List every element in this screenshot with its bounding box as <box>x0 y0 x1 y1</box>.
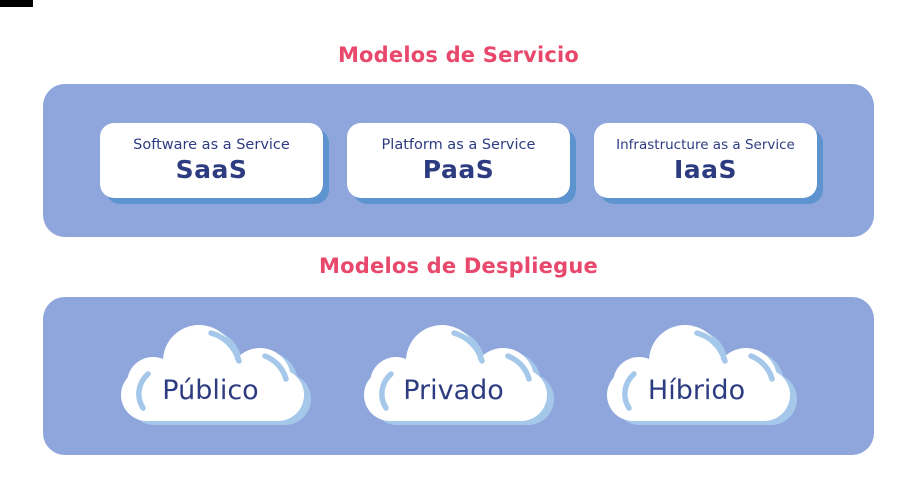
cloud-private-label: Privado <box>403 375 504 406</box>
cloud-icon <box>121 325 311 425</box>
service-models-title: Modelos de Servicio <box>337 43 580 67</box>
cloud-body <box>364 325 547 421</box>
iaas-acronym: IaaS <box>673 155 738 184</box>
deployment-models-title: Modelos de Despliegue <box>319 254 598 278</box>
service-models-panel: Software as a Service SaaS Platform as a… <box>43 84 874 237</box>
cloud-body <box>607 325 790 421</box>
iaas-subtitle: Infrastructure as a Service <box>616 137 795 153</box>
saas-acronym: SaaS <box>175 155 248 184</box>
paas-subtitle: Platform as a Service <box>381 137 536 153</box>
cloud-public: Público <box>113 321 318 431</box>
service-card-saas: Software as a Service SaaS <box>100 123 323 198</box>
slide-artifact-bar <box>0 0 33 7</box>
service-card-paas: Platform as a Service PaaS <box>347 123 570 198</box>
cloud-public-label: Público <box>162 375 259 406</box>
service-card-iaas: Infrastructure as a Service IaaS <box>594 123 817 198</box>
cloud-icon <box>607 325 797 425</box>
cloud-icon <box>364 325 554 425</box>
cloud-private: Privado <box>356 321 561 431</box>
cloud-hybrid: Híbrido <box>599 321 804 431</box>
cloud-hybrid-label: Híbrido <box>647 375 746 406</box>
cloud-highlights <box>136 330 289 411</box>
saas-subtitle: Software as a Service <box>133 137 290 153</box>
deployment-models-panel: Público Privado <box>43 297 874 455</box>
paas-acronym: PaaS <box>422 155 495 184</box>
cloud-highlights <box>622 330 775 411</box>
cloud-highlights <box>379 330 532 411</box>
